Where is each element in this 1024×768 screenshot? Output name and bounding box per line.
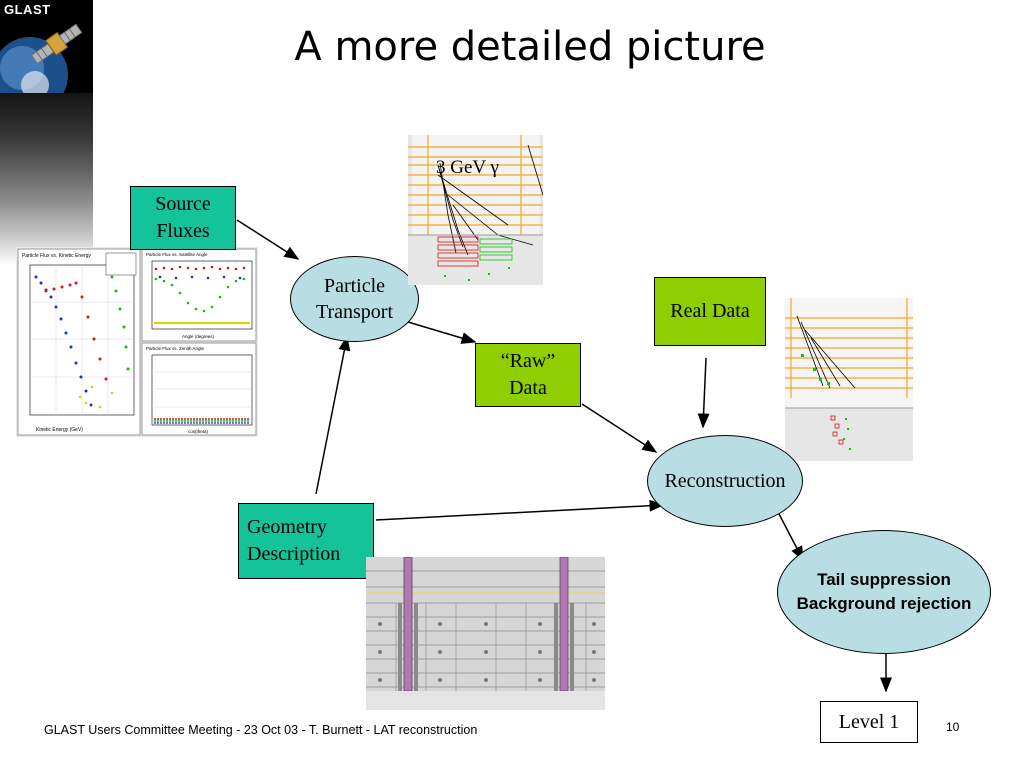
arrow-reconstruction-to-tail [777, 511, 804, 562]
arrow-geometry-to-transport [315, 335, 351, 495]
level1-box: Level 1 [820, 701, 918, 743]
angle-plot-title: Particle Flux vs. Satellite Angle [146, 252, 208, 257]
arrow-raw-to-reconstruction [581, 403, 658, 453]
tail-suppression-label: Tail suppression Background rejection [796, 570, 972, 613]
footer-text: GLAST Users Committee Meeting - 23 Oct 0… [44, 723, 478, 737]
event-energy-label: 3 GeV γ [436, 157, 499, 178]
raw-data-box: “Raw” Data [475, 343, 581, 407]
geometry-detector-image [366, 557, 605, 710]
particle-transport-label: Particle Transport [315, 275, 394, 323]
event-display-3gev: 3 GeV γ [408, 135, 543, 285]
satellite-icon [0, 0, 93, 93]
arrow-transport-to-raw [407, 321, 477, 344]
zenith-plot-xlabel: cos(theta) [188, 429, 209, 434]
flux-plots-image: Particle Flux vs. Kinetic Energy Kinetic… [16, 247, 258, 437]
logo-text: GLAST [4, 2, 51, 17]
glast-logo: GLAST [0, 0, 93, 93]
source-fluxes-box: Source Fluxes [130, 186, 236, 250]
particle-transport-node: Particle Transport [290, 256, 419, 342]
real-data-box: Real Data [654, 277, 766, 346]
slide-title: A more detailed picture [294, 24, 766, 70]
reconstruction-label: Reconstruction [664, 470, 786, 492]
zenith-plot-title: Particle Flux vs. Zenith Angle [146, 346, 205, 351]
arrow-geometry-to-reconstruction [375, 499, 665, 521]
page-number: 10 [946, 720, 960, 734]
real-data-event-display [785, 298, 913, 461]
flux-plot-title: Particle Flux vs. Kinetic Energy [22, 253, 91, 259]
arrow-realdata-to-reconstruction [697, 357, 710, 429]
reconstruction-node: Reconstruction [647, 435, 803, 527]
flux-plot-xlabel: Kinetic Energy (GeV) [36, 427, 83, 433]
arrow-source-to-transport [236, 219, 300, 260]
angle-plot-xlabel: Angle (degrees) [182, 334, 215, 339]
tail-suppression-node: Tail suppression Background rejection [777, 530, 991, 654]
geometry-description-box: Geometry Description [238, 503, 374, 579]
